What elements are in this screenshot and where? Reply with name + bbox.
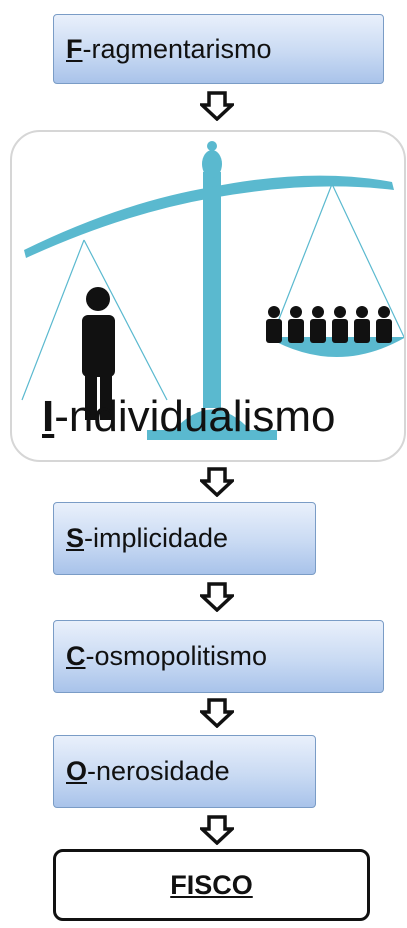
step-initial: O [66,756,88,786]
step-initial: F [66,33,83,64]
step-initial: S [66,523,85,553]
step-box-o: O-nerosidade [53,735,316,808]
down-arrow-icon [200,815,234,845]
step-box-s: S-implicidade [53,502,316,575]
step-text: -osmopolitismo [85,641,268,671]
balance-scale-image [21,141,404,440]
down-arrow-icon [200,698,234,728]
down-arrow-icon [200,582,234,612]
step-box-i: I-ndividualismo [42,392,335,442]
step-initial: I [42,392,55,441]
down-arrow-icon [200,467,234,497]
individualism-panel: I-ndividualismo [10,130,406,462]
down-arrow-icon [200,91,234,121]
step-box-f: F-ragmentarismo [53,14,384,84]
step-initial: C [66,641,86,671]
step-text: -ragmentarismo [82,33,272,64]
result-box-fisco: FISCO [53,849,370,921]
step-text: -implicidade [84,523,229,553]
step-text: -nerosidade [87,756,230,786]
step-box-c: C-osmopolitismo [53,620,384,693]
step-text: -ndividualismo [54,392,336,441]
